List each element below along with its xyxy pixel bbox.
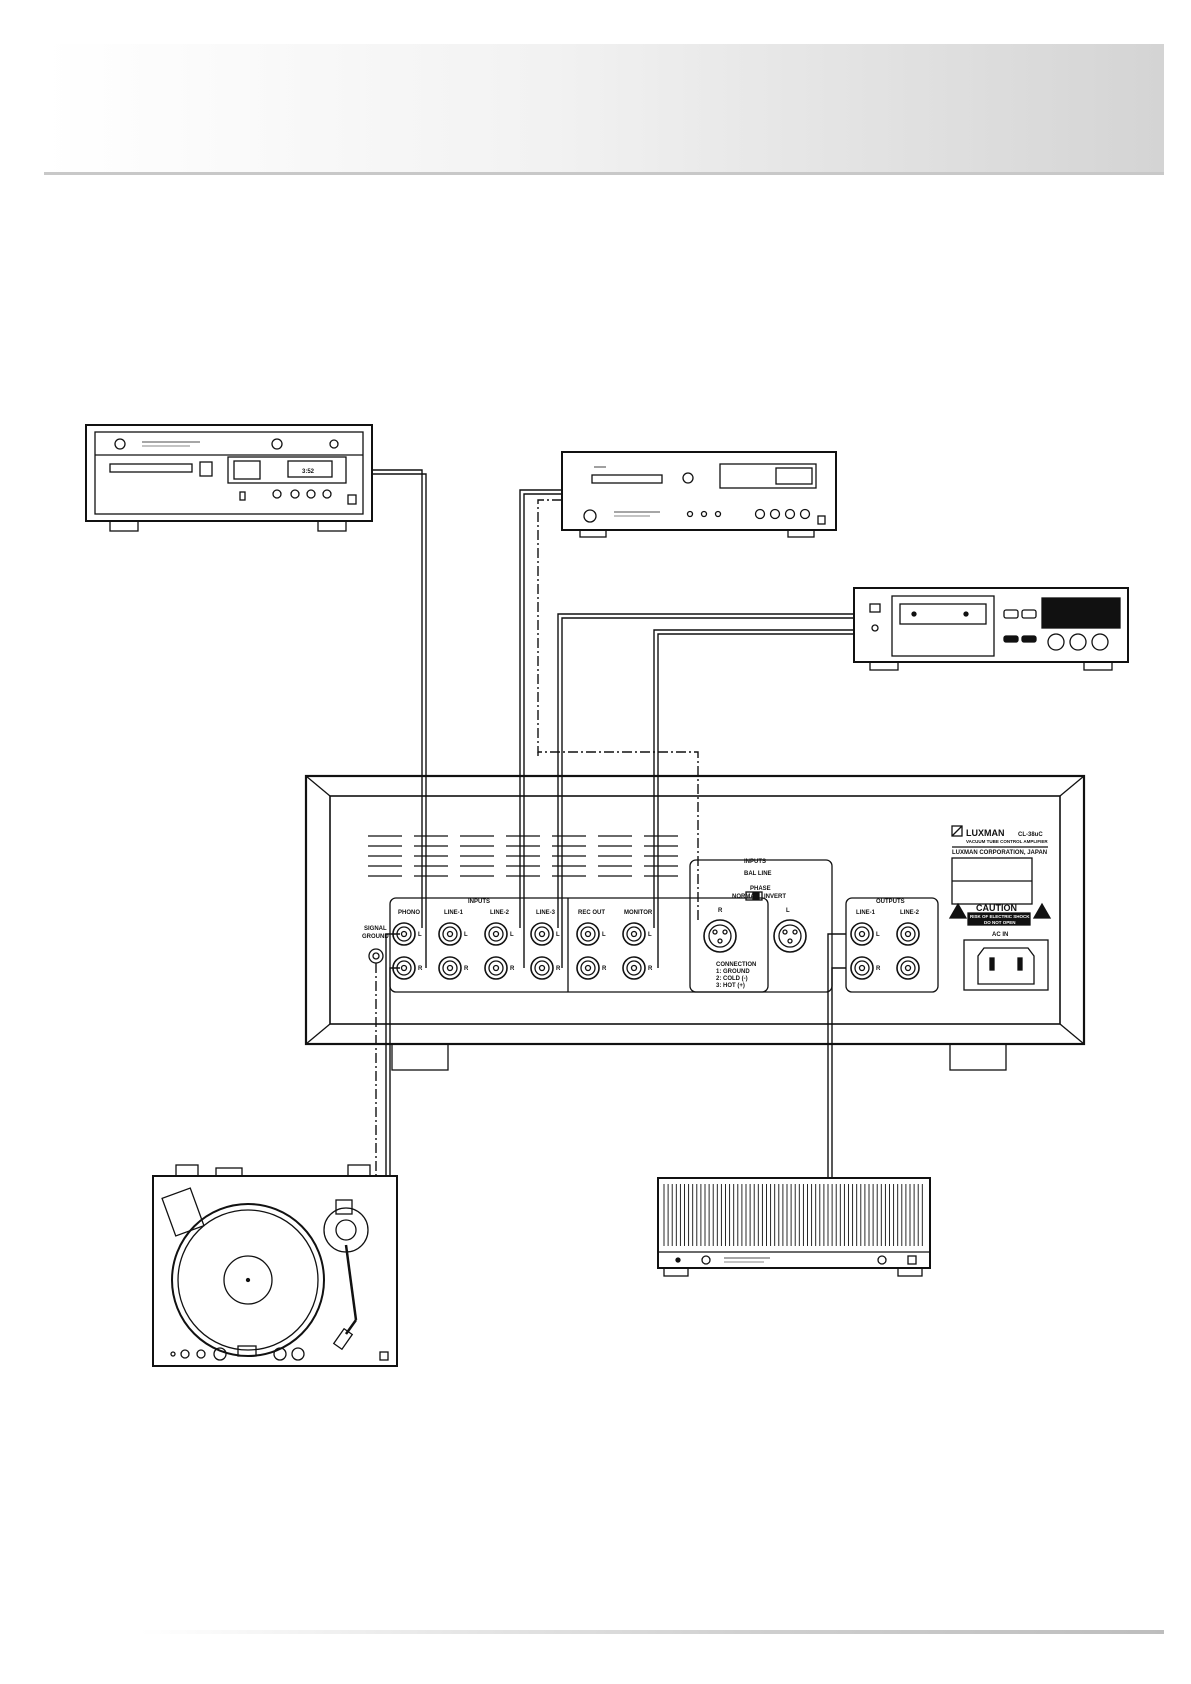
dac-player	[561, 451, 837, 538]
maker-label: LUXMAN CORPORATION, JAPAN	[952, 850, 1047, 856]
cd-player: 3:52	[85, 424, 373, 532]
turntable	[152, 1164, 398, 1367]
channel-l-label: L	[418, 932, 422, 938]
phase-switch[interactable]	[745, 891, 763, 901]
svg-text:3:52: 3:52	[302, 469, 315, 475]
rca-jack[interactable]	[896, 922, 920, 946]
caution-line2: DO NOT OPEN	[984, 920, 1016, 925]
warning-icon	[1032, 902, 1052, 919]
channel-r-label: R	[876, 966, 881, 972]
rca-jack[interactable]: R	[530, 956, 561, 980]
caution-line1: RISK OF ELECTRIC SHOCK	[970, 914, 1030, 919]
connection-pin2: 2: COLD (-)	[716, 976, 748, 982]
output-line2-label: LINE-2	[900, 910, 920, 916]
channel-r-label: R	[464, 966, 469, 972]
rec-out-label: REC OUT	[578, 910, 605, 916]
rca-jack[interactable]: L	[622, 922, 652, 946]
rca-jack[interactable]: R	[484, 956, 515, 980]
channel-l-label: L	[556, 932, 560, 938]
rca-jack[interactable]: L	[484, 922, 514, 946]
rca-jack[interactable]: R	[438, 956, 469, 980]
channel-r-label: R	[648, 966, 653, 972]
ac-in-label: AC IN	[992, 932, 1008, 938]
brand-name: LUXMAN	[966, 828, 1005, 838]
warning-icon	[948, 902, 968, 919]
output-line1-label: LINE-1	[856, 910, 876, 916]
connection-label: CONNECTION	[716, 962, 756, 968]
phase-invert-label: INVERT	[764, 894, 786, 900]
xlr-connector-r[interactable]	[703, 919, 737, 953]
cables	[372, 469, 854, 1178]
phase-normal-label: NORMAL	[732, 894, 759, 900]
rca-jack[interactable]: R	[576, 956, 607, 980]
outputs-title: OUTPUTS	[876, 899, 905, 905]
model-subtitle: VACUUM TUBE CONTROL AMPLIFIER	[966, 839, 1048, 844]
channel-l-label: L	[510, 932, 514, 938]
ac-inlet-plate	[963, 939, 1049, 991]
rca-jack[interactable]: R	[850, 956, 881, 980]
caution-title: CAUTION	[976, 903, 1017, 913]
ac-inlet[interactable]	[977, 947, 1035, 985]
bal-line-label: BAL LINE	[744, 871, 772, 877]
page-header-band	[44, 44, 1164, 175]
model-name: CL-38uC	[1018, 832, 1043, 838]
luxman-logo-icon	[951, 825, 963, 837]
channel-r-label: R	[602, 966, 607, 972]
rca-jack[interactable]: L	[438, 922, 468, 946]
bal-inputs-title: INPUTS	[744, 859, 766, 865]
connection-pin3: 3: HOT (+)	[716, 983, 745, 989]
rca-jack[interactable]: L	[530, 922, 560, 946]
phase-label: PHASE	[750, 886, 771, 892]
line2-label: LINE-2	[490, 910, 510, 916]
footer-rule	[140, 1630, 1164, 1634]
rca-jack[interactable]	[896, 956, 920, 980]
channel-l-label: L	[464, 932, 468, 938]
channel-l-label: L	[602, 932, 606, 938]
phono-label: PHONO	[398, 910, 420, 916]
xlr-connector-l[interactable]	[773, 919, 807, 953]
line3-label: LINE-3	[536, 910, 556, 916]
rca-jack[interactable]: L	[850, 922, 880, 946]
signal-ground-label-1: SIGNAL	[364, 926, 387, 932]
bal-r-label: R	[718, 908, 723, 914]
cassette-deck	[853, 587, 1129, 671]
connection-pin1: 1: GROUND	[716, 969, 750, 975]
channel-r-label: R	[556, 966, 561, 972]
bal-l-label: L	[786, 908, 790, 914]
channel-l-label: L	[648, 932, 652, 938]
rca-jack[interactable]: L	[576, 922, 606, 946]
channel-l-label: L	[876, 932, 880, 938]
rca-jack[interactable]: R	[622, 956, 653, 980]
inputs-label: INPUTS	[468, 899, 490, 905]
channel-r-label: R	[418, 966, 423, 972]
power-amplifier	[657, 1177, 931, 1277]
monitor-label: MONITOR	[624, 910, 653, 916]
signal-ground-terminal	[368, 948, 384, 964]
line1-label: LINE-1	[444, 910, 464, 916]
channel-r-label: R	[510, 966, 515, 972]
signal-ground-label-2: GROUND	[362, 934, 389, 940]
